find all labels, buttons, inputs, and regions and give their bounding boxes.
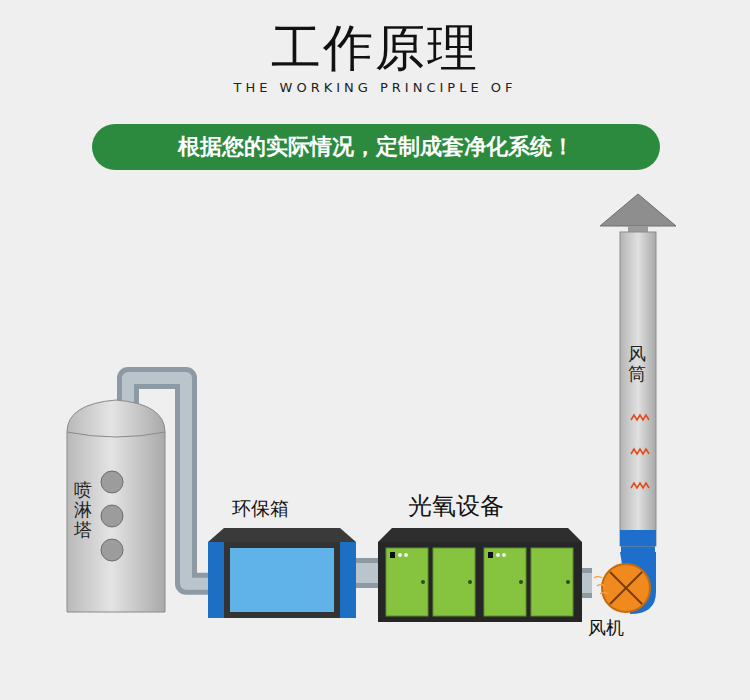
box-top (208, 528, 356, 542)
unit-panel (386, 548, 428, 616)
fan: 风机 (592, 552, 662, 614)
unit-handle (566, 580, 570, 584)
unit-panel (484, 548, 526, 616)
node-label: 喷淋塔 (74, 480, 92, 539)
box-frame (224, 542, 340, 618)
chimney-shape (620, 232, 656, 546)
duct-pipe (638, 546, 639, 552)
unit-frame (378, 542, 582, 622)
air-flow (597, 585, 605, 587)
env-box: 环保箱 (208, 528, 356, 618)
duct-inner (582, 573, 592, 593)
unit-shape (378, 528, 582, 622)
exhaust-mark (631, 415, 649, 420)
photo-oxygen-unit: 光氧设备 (378, 528, 582, 622)
duct-pipe (582, 583, 592, 584)
tower-port (101, 539, 123, 561)
duct-outer (356, 558, 378, 588)
title: 工作原理 (0, 18, 750, 78)
unit-indicator (398, 553, 402, 557)
node-label: 风机 (588, 616, 624, 640)
chimney-body (620, 232, 656, 546)
node-label: 环保箱 (232, 496, 289, 522)
fan-shape (592, 552, 662, 614)
spray-tower: 喷淋塔 (66, 392, 166, 614)
duct-pipe (356, 573, 378, 574)
box-panel (230, 548, 334, 612)
unit-top (378, 528, 582, 542)
unit-panel (433, 548, 475, 616)
unit-handle (421, 580, 425, 584)
subtitle: THE WORKING PRINCIPLE OF (0, 80, 750, 95)
tower-port (101, 505, 123, 527)
duct-outer (621, 546, 655, 552)
chimney-base (620, 530, 656, 546)
box-endcap (208, 542, 224, 618)
chimney-cap (600, 194, 676, 226)
unit-panel (531, 548, 573, 616)
chimney: 风筒 (620, 232, 656, 546)
unit-indicator (390, 552, 395, 558)
tower-seam (67, 432, 165, 437)
unit-handle (468, 580, 472, 584)
exhaust-mark (631, 483, 649, 488)
unit-indicator (404, 553, 408, 557)
box-endcap (340, 542, 356, 618)
unit-indicator (488, 552, 493, 558)
node-label: 根据您的实际情况，定制成套净化系统！ (178, 132, 574, 162)
unit-handle (519, 580, 523, 584)
tower-body (67, 400, 165, 612)
chimney-neck (628, 226, 648, 232)
node-label: 风筒 (628, 344, 646, 384)
fan-blades (610, 572, 642, 604)
unit-indicator (496, 553, 500, 557)
banner: 根据您的实际情况，定制成套净化系统！ (92, 124, 660, 170)
unit-indicator (502, 553, 506, 557)
tower-port (101, 471, 123, 493)
air-flow (594, 577, 602, 579)
exhaust-mark (631, 449, 649, 454)
box-shape (208, 528, 356, 618)
node-label: 光氧设备 (408, 490, 504, 522)
fan-wheel (602, 564, 650, 612)
duct-inner (356, 563, 378, 583)
air-flow (600, 593, 608, 595)
duct-outer (582, 568, 592, 598)
